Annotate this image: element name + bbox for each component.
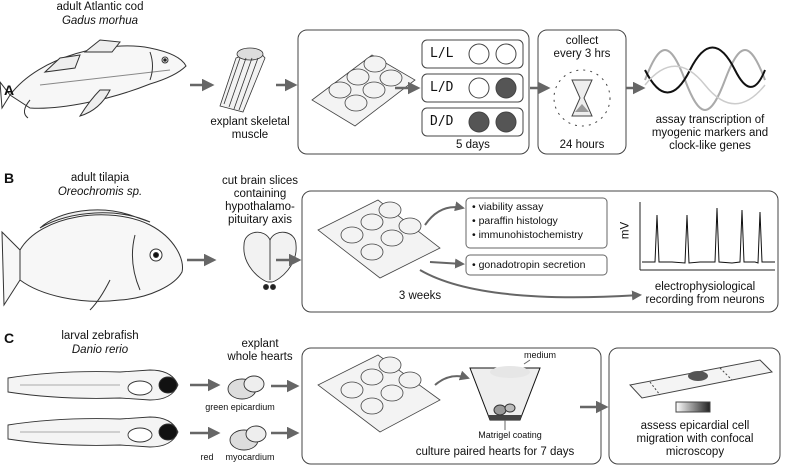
well-plate-b xyxy=(317,199,441,279)
muscle-bundle-illustration xyxy=(219,47,266,113)
cod-fish-illustration xyxy=(0,39,187,119)
step-label-a1-line2: muscle xyxy=(231,129,269,141)
panel-c-assess-box xyxy=(608,347,781,465)
zebrafish-larva-bottom xyxy=(7,416,179,448)
tilapia-fish-illustration xyxy=(1,209,184,311)
culture-label-c: culture paired hearts for 7 days xyxy=(415,446,575,458)
species-name-b: Oreochromis sp. xyxy=(57,186,143,198)
assay-item-ihc: • immunohistochemistry xyxy=(472,229,584,241)
heart-illustration xyxy=(227,375,267,451)
species-name-c: Danio rerio xyxy=(71,344,129,356)
well-cross-section xyxy=(469,366,541,421)
recording-label-line1: electrophysiological xyxy=(654,281,756,293)
assay-label-line1: assay transcription of xyxy=(655,114,765,126)
assay-label-line3: clock-like genes xyxy=(669,140,751,152)
condition-dd-label: D/D xyxy=(430,114,454,129)
arrow xyxy=(434,370,470,386)
arrow xyxy=(429,258,465,269)
assay-list-box xyxy=(465,197,608,249)
secretion-box xyxy=(465,254,608,276)
ephys-ylabel: mV xyxy=(619,221,632,240)
well-dark xyxy=(495,77,517,99)
step-label-a1-line1: explant skeletal xyxy=(210,116,290,128)
panel-a-culture-box xyxy=(297,29,530,155)
gene-expression-waves-icon xyxy=(644,46,766,111)
zebrafish-larva-top xyxy=(7,369,179,401)
recording-label-line2: recording from neurons xyxy=(645,294,765,306)
well-light xyxy=(468,43,490,65)
condition-ll-label: L/L xyxy=(430,46,454,61)
well-dark xyxy=(468,111,490,133)
well-light xyxy=(468,77,490,99)
organism-name-b: adult tilapia xyxy=(70,172,130,184)
panel-label-b: B xyxy=(4,170,15,186)
assay-item-histology: • paraffin histology xyxy=(472,215,558,227)
arrow xyxy=(419,269,642,301)
callout-line xyxy=(523,359,531,365)
arrow xyxy=(424,201,465,226)
step-label-b1-line1: cut brain slices xyxy=(221,175,299,187)
matrigel-label: Matrigel coating xyxy=(478,430,542,440)
panel-b xyxy=(1,190,779,313)
panel-label-c: C xyxy=(4,330,15,346)
well-dark xyxy=(495,111,517,133)
panel-c xyxy=(7,347,781,465)
panel-a xyxy=(0,29,766,155)
well-plate-a xyxy=(311,54,416,127)
assess-label-line2: migration with confocal xyxy=(636,433,754,445)
step-label-b1-line4: pituitary axis xyxy=(228,214,292,226)
collect-label-line2: every 3 hrs xyxy=(553,48,611,60)
heart-label-myocardium: myocardium xyxy=(225,452,275,462)
organism-name-c: larval zebrafish xyxy=(61,330,139,342)
well-light xyxy=(495,43,517,65)
step-label-b1-line3: hypothalamo- xyxy=(225,201,295,213)
collect-label-line1: collect xyxy=(565,35,599,47)
microscope-slide xyxy=(629,359,774,413)
heart-label-red: red xyxy=(200,452,214,462)
panel-b-culture-box xyxy=(301,190,779,313)
assay-item-viability: • viability assay xyxy=(472,201,544,213)
clock-hourglass-icon xyxy=(553,69,611,127)
culture-duration-b: 3 weeks xyxy=(398,290,442,302)
step-label-c1-line2: whole hearts xyxy=(227,351,293,363)
medium-label: medium xyxy=(523,350,556,360)
spike-train xyxy=(642,207,775,264)
organism-name-a: adult Atlantic cod xyxy=(56,1,144,13)
brain-slice-illustration xyxy=(243,231,297,290)
well-plate-c xyxy=(317,354,441,433)
panel-label-a: A xyxy=(4,82,15,98)
ephys-trace xyxy=(639,202,775,271)
step-label-c1-line1: explant xyxy=(241,338,279,350)
step-label-b1-line2: containing xyxy=(233,188,287,200)
collect-duration: 24 hours xyxy=(559,139,605,151)
culture-duration-a: 5 days xyxy=(456,139,490,151)
assess-label-line3: microscopy xyxy=(665,446,725,458)
species-name-a: Gadus morhua xyxy=(61,15,139,27)
secretion-item: • gonadotropin secretion xyxy=(472,259,586,271)
assess-label-line1: assess epicardial cell xyxy=(640,420,750,432)
condition-ld-label: L/D xyxy=(430,80,454,95)
heart-label-green: green epicardium xyxy=(205,402,275,412)
condition-panel xyxy=(421,39,524,137)
assay-label-line2: myogenic markers and xyxy=(651,127,769,139)
